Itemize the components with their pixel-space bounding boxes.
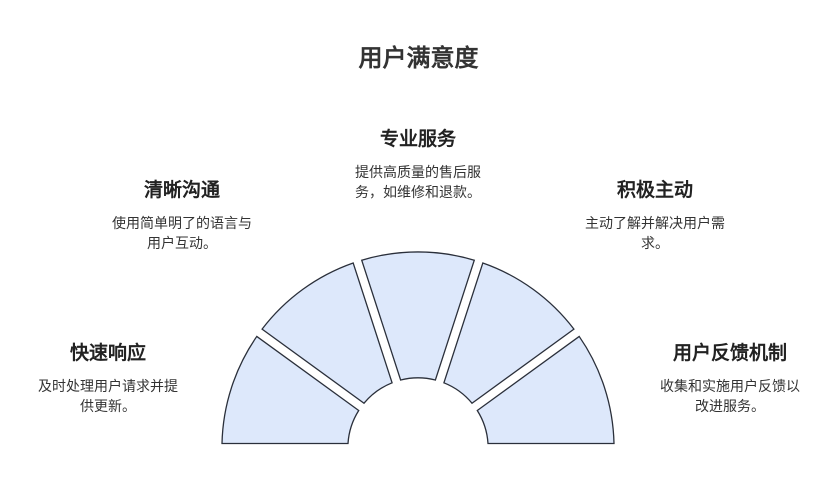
item-description: 使用简单明了的语言与 用户互动。 — [92, 214, 272, 254]
item-description: 收集和实施用户反馈以 改进服务。 — [640, 377, 820, 417]
item-description: 主动了解并解决用户需 求。 — [565, 214, 745, 254]
segment-feedback-mechanism — [476, 335, 615, 445]
item-fast-response: 快速响应 及时处理用户请求并提 供更新。 — [18, 338, 198, 417]
item-feedback-mechanism: 用户反馈机制 收集和实施用户反馈以 改进服务。 — [640, 338, 820, 417]
item-title: 用户反馈机制 — [672, 342, 787, 364]
item-description-line: 供更新。 — [80, 399, 136, 415]
diagram-title: 用户满意度 — [358, 44, 479, 72]
segment-proactive — [443, 262, 575, 405]
item-description-line: 提供高质量的售后服 — [355, 165, 481, 181]
segment-professional-service — [360, 251, 476, 381]
item-description: 及时处理用户请求并提 供更新。 — [18, 377, 198, 417]
item-description-line: 收集和实施用户反馈以 — [660, 379, 800, 395]
item-description: 提供高质量的售后服 务，如维修和退款。 — [328, 163, 508, 203]
item-description-line: 务，如维修和退款。 — [355, 185, 481, 201]
item-description-line: 用户互动。 — [147, 236, 217, 252]
item-description-line: 求。 — [641, 236, 669, 252]
item-description-line: 改进服务。 — [695, 399, 765, 415]
item-professional-service: 专业服务 提供高质量的售后服 务，如维修和退款。 — [328, 124, 508, 203]
item-title: 快速响应 — [69, 342, 146, 364]
item-title: 清晰沟通 — [143, 179, 220, 201]
item-title: 积极主动 — [616, 179, 693, 201]
item-description-line: 主动了解并解决用户需 — [585, 216, 725, 232]
item-title: 专业服务 — [379, 128, 456, 150]
item-description-line: 及时处理用户请求并提 — [38, 379, 178, 395]
segment-fast-response — [221, 335, 360, 445]
item-clear-communication: 清晰沟通 使用简单明了的语言与 用户互动。 — [92, 175, 272, 254]
item-proactive: 积极主动 主动了解并解决用户需 求。 — [565, 175, 745, 254]
segment-clear-communication — [261, 262, 393, 405]
item-description-line: 使用简单明了的语言与 — [112, 216, 252, 232]
